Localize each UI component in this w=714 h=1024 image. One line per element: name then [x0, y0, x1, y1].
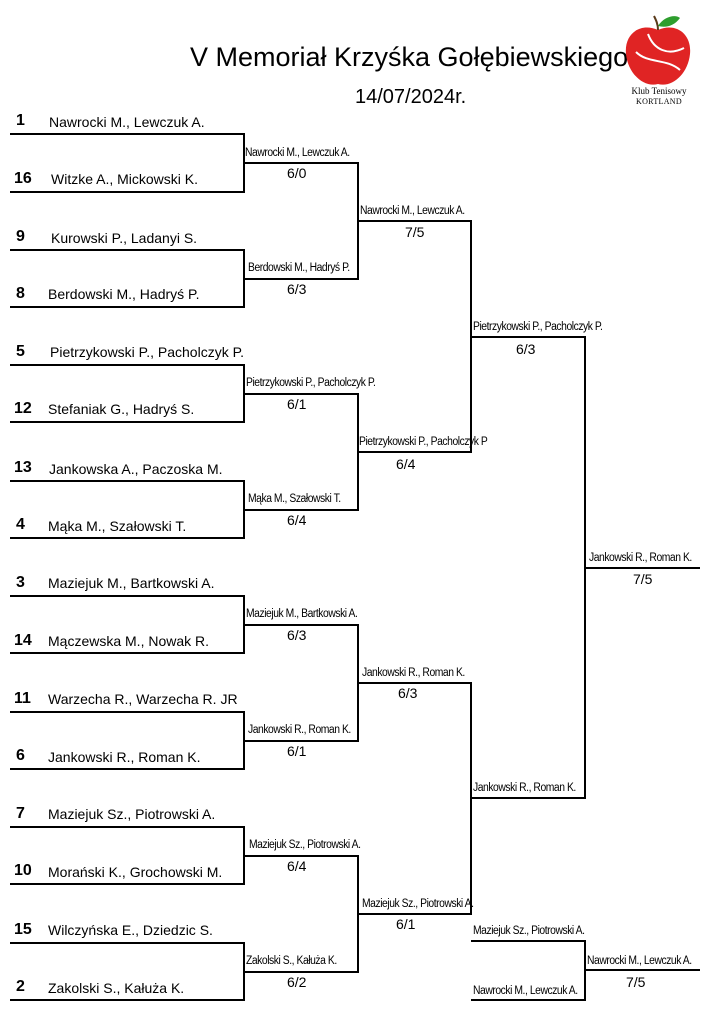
seed-number: 10: [14, 862, 32, 879]
apple-logo-icon: [625, 15, 691, 85]
seed-number: 4: [16, 516, 25, 533]
match-winner: Maziejuk Sz., Piotrowski A.: [362, 898, 474, 910]
seed-number: 7: [16, 805, 25, 822]
team-name: Mączewska M., Nowak R.: [48, 633, 210, 649]
match-score: 6/1: [396, 916, 416, 932]
qf-match-2-line: [358, 682, 472, 915]
match-score: 6/3: [516, 341, 536, 357]
qf-match-1-line: [358, 220, 472, 453]
third-place-score: 7/5: [626, 974, 646, 990]
third-place-team-b: Nawrocki M., Lewczuk A.: [473, 985, 578, 997]
match-score: 7/5: [405, 224, 425, 240]
logo-club-label: Klub Tenisowy: [631, 86, 687, 96]
team-name: Stefaniak G., Hadryś S.: [48, 401, 195, 417]
seed-number: 2: [16, 978, 25, 995]
match-winner: Berdowski M., Hadryś P.: [248, 262, 350, 274]
match-winner: Pietrzykowski P., Pacholczyk P: [359, 436, 488, 448]
match-score: 6/4: [287, 858, 307, 874]
page-title: V Memoriał Krzyśka Gołębiewskiego: [190, 42, 629, 72]
match-score: 6/1: [287, 743, 307, 759]
team-name: Berdowski M., Hadryś P.: [48, 286, 200, 302]
match-winner: Nawrocki M., Lewczuk A.: [245, 147, 350, 159]
team-name: Kurowski P., Ladanyi S.: [51, 230, 198, 246]
seed-number: 13: [14, 459, 32, 476]
team-name: Morański K., Grochowski M.: [48, 864, 223, 880]
match-winner: Zakolski S., Kałuża K.: [246, 955, 337, 967]
team-name: Maziejuk Sz., Piotrowski A.: [48, 806, 216, 822]
champion-name: Jankowski R., Roman K.: [589, 552, 692, 564]
team-name: Nawrocki M., Lewczuk A.: [49, 114, 205, 130]
seed-number: 6: [16, 747, 25, 764]
seed-number: 11: [14, 690, 31, 707]
team-name: Jankowski R., Roman K.: [48, 749, 201, 765]
seed-number: 16: [14, 170, 32, 187]
team-name: Witzke A., Mickowski K.: [51, 171, 199, 187]
match-winner: Maziejuk Sz., Piotrowski A.: [249, 839, 361, 851]
team-name: Zakolski S., Kałuża K.: [48, 980, 185, 996]
final-score: 7/5: [633, 571, 653, 587]
match-winner: Jankowski R., Roman K.: [248, 724, 351, 736]
match-winner: Pietrzykowski P., Pacholczyk P.: [246, 377, 376, 389]
match-score: 6/3: [398, 685, 418, 701]
match-score: 6/4: [287, 512, 307, 528]
seed-number: 14: [14, 632, 32, 649]
team-name: Mąka M., Szałowski T.: [48, 518, 187, 534]
match-winner: Pietrzykowski P., Pacholczyk P.: [473, 321, 603, 333]
team-name: Maziejuk M., Bartkowski A.: [48, 575, 215, 591]
team-name: Wilczyńska E., Dziedzic S.: [48, 922, 213, 938]
match-score: 6/0: [287, 165, 307, 181]
match-winner: Jankowski R., Roman K.: [473, 782, 576, 794]
match-score: 6/3: [287, 627, 307, 643]
seed-number: 1: [16, 112, 25, 129]
third-place-team-a: Maziejuk Sz., Piotrowski A.: [473, 925, 585, 937]
match-winner: Nawrocki M., Lewczuk A.: [360, 205, 465, 217]
team-name: Jankowska A., Paczoska M.: [49, 461, 223, 477]
match-score: 6/2: [287, 974, 307, 990]
event-date: 14/07/2024r.: [355, 86, 467, 108]
third-place-winner: Nawrocki M., Lewczuk A.: [587, 955, 692, 967]
team-name: Pietrzykowski P., Pacholczyk P.: [50, 344, 245, 360]
seed-number: 15: [14, 921, 32, 938]
sf-line: [471, 336, 586, 799]
match-winner: Maziejuk M., Bartkowski A.: [246, 608, 358, 620]
match-winner: Jankowski R., Roman K.: [362, 667, 465, 679]
seed-number: 12: [14, 400, 32, 417]
seed-number: 8: [16, 285, 25, 302]
match-score: 6/4: [396, 456, 416, 472]
logo-club-name: KORTLAND: [636, 97, 682, 106]
seed-number: 3: [16, 574, 25, 591]
match-score: 6/1: [287, 396, 307, 412]
seed-number: 9: [16, 228, 25, 245]
team-name: Warzecha R., Warzecha R. JR: [48, 691, 238, 707]
match-winner: Mąka M., Szałowski T.: [248, 493, 341, 505]
match-score: 6/3: [287, 281, 307, 297]
seed-number: 5: [16, 343, 25, 360]
